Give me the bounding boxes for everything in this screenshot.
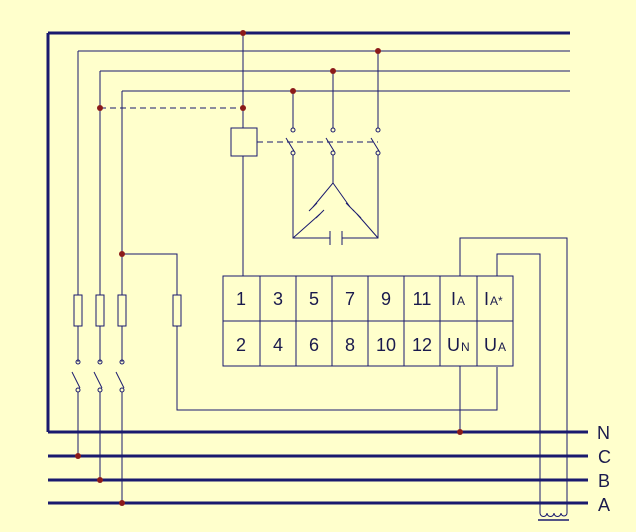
fuse-c — [73, 294, 83, 327]
terminal-dividers — [259, 276, 478, 366]
junction-nodes — [75, 30, 463, 506]
terminal-label-8: 8 — [345, 335, 355, 355]
contactor-switches — [285, 127, 381, 156]
ct-wire-ia-star — [496, 253, 541, 513]
terminal-label-12: 12 — [412, 335, 432, 355]
terminal-label-ia-star: IA* — [484, 289, 503, 309]
terminal-label-2: 2 — [236, 335, 246, 355]
voltage-wire-ua — [122, 253, 498, 411]
bus-label-a: A — [598, 495, 610, 515]
terminal-label-10: 10 — [376, 335, 396, 355]
terminal-label-1: 1 — [236, 289, 246, 309]
fuse-voltage — [172, 294, 182, 327]
ct-wire-ia — [459, 237, 568, 513]
capacitor-bank — [292, 155, 379, 239]
terminal-label-ia: IA — [451, 289, 465, 309]
current-transformer — [539, 512, 568, 517]
terminal-label-ua: UA — [484, 335, 506, 355]
terminal-label-3: 3 — [273, 289, 283, 309]
terminal-label-11: 11 — [413, 289, 432, 309]
terminal-label-6: 6 — [309, 335, 319, 355]
fuse-b — [95, 294, 105, 327]
bus-label-n: N — [597, 423, 610, 443]
terminal-label-7: 7 — [345, 289, 355, 309]
terminal-label-4: 4 — [273, 335, 283, 355]
terminal-label-un: UN — [447, 335, 470, 355]
fuse-a — [117, 294, 127, 327]
relay-coil — [230, 127, 258, 157]
bus-labels: N C B A — [597, 423, 611, 515]
terminal-label-5: 5 — [309, 289, 319, 309]
bus-label-b: B — [598, 471, 610, 491]
terminal-labels: 1 3 5 7 9 11 2 4 6 8 10 12 IA IA* UN UA — [236, 289, 506, 355]
bus-label-c: C — [598, 447, 611, 467]
left-switches — [71, 359, 125, 393]
capacitor-plates — [308, 202, 362, 245]
terminal-label-9: 9 — [381, 289, 391, 309]
